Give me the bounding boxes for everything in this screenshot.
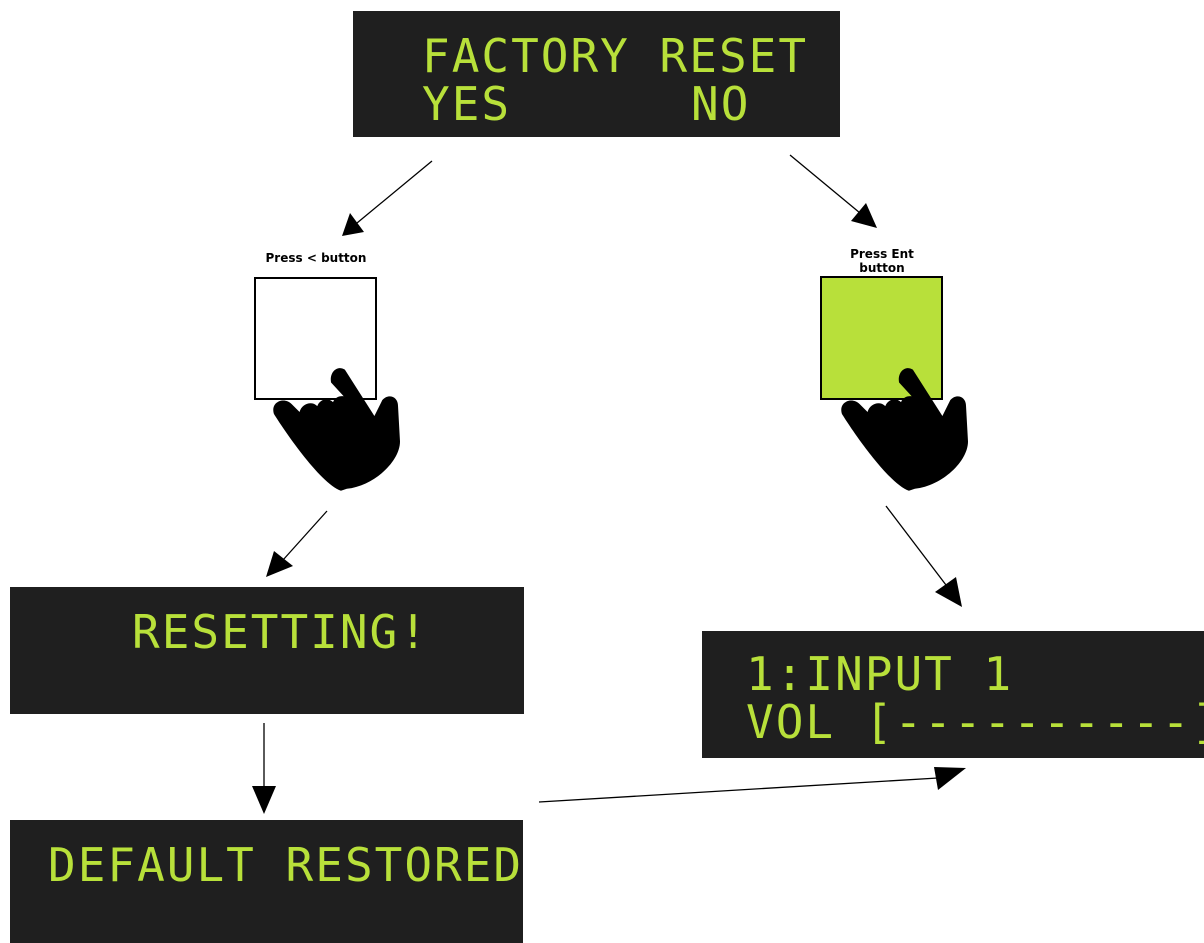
left-arrow-button	[254, 277, 377, 400]
lcd-default-restored-text: DEFAULT RESTORED	[48, 838, 524, 892]
lcd-input-volume: 1:INPUT 1 VOL [----------]	[702, 631, 1204, 758]
lcd-yes-option: YES	[422, 77, 512, 131]
lcd-input-label: 1:INPUT 1	[746, 647, 1014, 701]
arrow-to-default-restored	[252, 723, 276, 814]
enter-button	[820, 276, 943, 400]
arrow-to-left-button	[342, 160, 433, 236]
arrow-default-to-input	[538, 767, 966, 803]
arrow-to-resetting	[266, 510, 328, 577]
press-ent-button-caption-line1: Press Ent	[850, 247, 914, 261]
lcd-resetting-text: RESETTING!	[132, 605, 429, 659]
press-ent-button-caption-line2: button	[859, 261, 905, 275]
arrow-to-input-screen	[885, 505, 962, 607]
lcd-resetting: RESETTING!	[10, 587, 524, 714]
left-pointing-hand-icon	[273, 368, 400, 491]
ent-pointing-hand-icon	[841, 368, 968, 491]
arrow-to-enter-button	[789, 154, 877, 228]
lcd-default-restored: DEFAULT RESTORED	[10, 820, 523, 943]
lcd-factory-reset: FACTORY RESET YES NO	[353, 11, 840, 137]
press-left-button-caption: Press < button	[265, 251, 367, 265]
lcd-volume-bar: VOL [----------]	[746, 695, 1204, 749]
lcd-factory-reset-title: FACTORY RESET	[422, 29, 809, 83]
lcd-no-option: NO	[691, 77, 751, 131]
